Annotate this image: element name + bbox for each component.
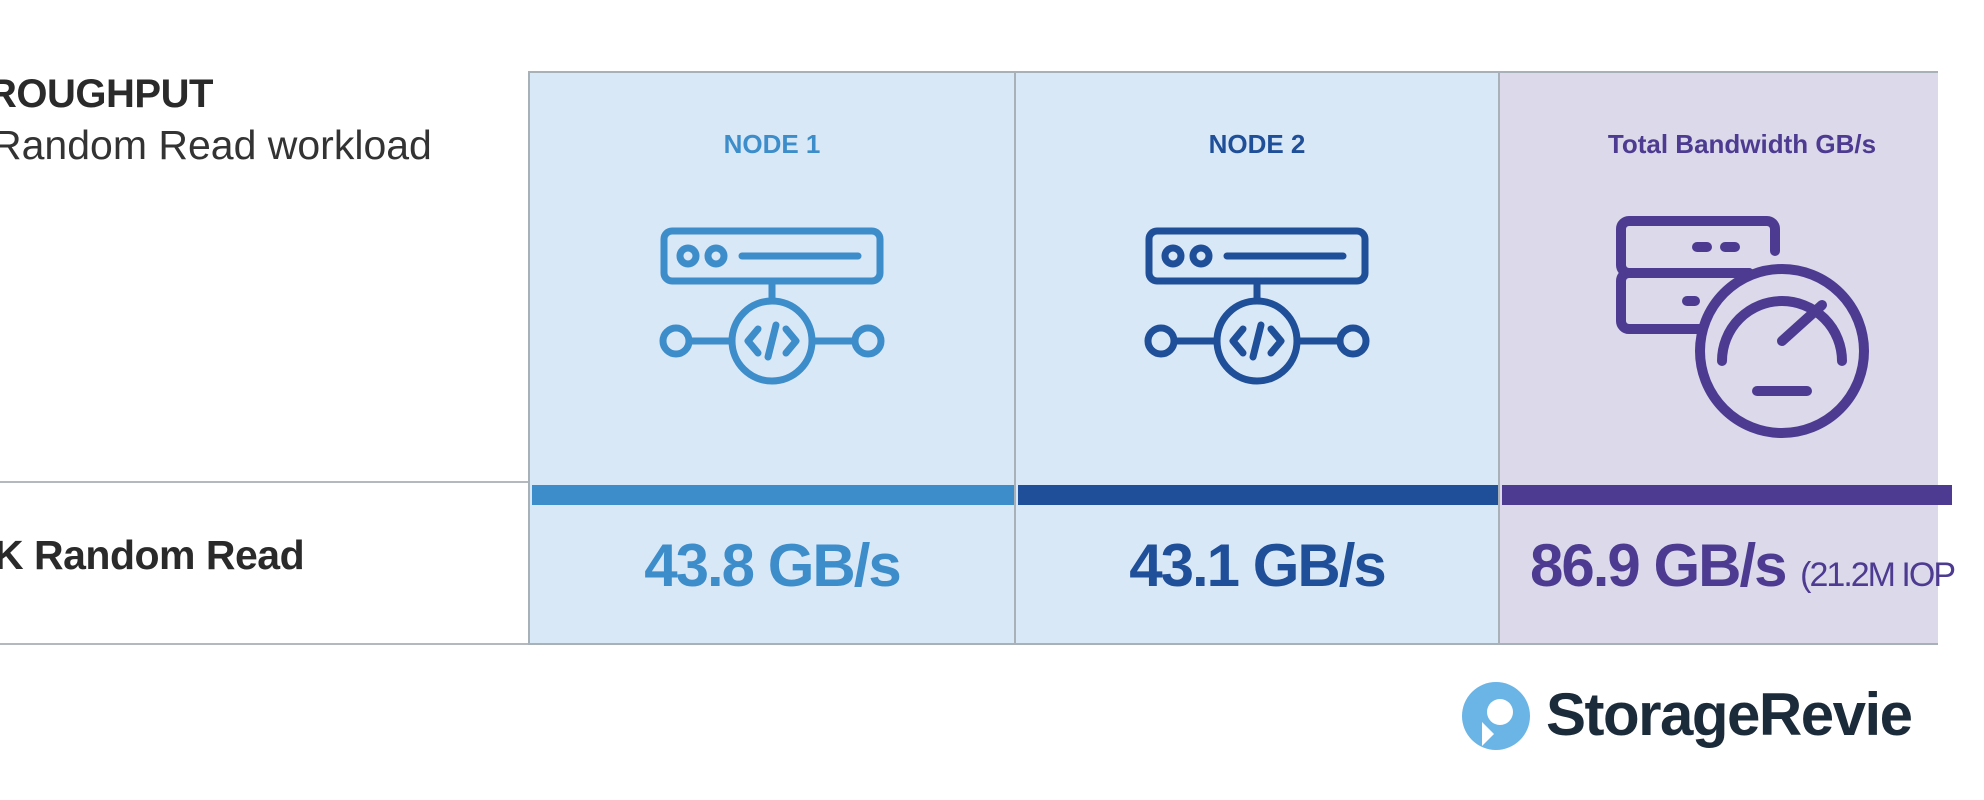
total-bandwidth-value: 86.9 GB/s (21.2M IOP <box>1530 531 1956 600</box>
node-1-column: NODE 1 <box>528 71 1016 645</box>
logo-text: StorageRevie <box>1546 681 1913 748</box>
header-divider <box>0 481 530 483</box>
node-2-color-bar <box>1018 485 1500 505</box>
total-bandwidth-header: Total Bandwidth GB/s <box>1607 129 1877 159</box>
section-subtitle: Random Read workload <box>0 122 432 168</box>
benchmark-table: ROUGHPUT Random Read workload K Random R… <box>0 71 1956 750</box>
total-iops-note: (21.2M IOP <box>1800 556 1956 594</box>
server-code-icon <box>530 213 1014 393</box>
section-title: ROUGHPUT <box>0 72 213 116</box>
storagereview-logo-icon <box>1462 682 1530 750</box>
total-bandwidth-color-bar <box>1502 485 1952 505</box>
node-2-value: 43.1 GB/s <box>1129 532 1387 599</box>
node-1-header: NODE 1 <box>723 129 821 159</box>
table-bottom-border <box>0 643 530 645</box>
node-1-color-bar <box>532 485 1014 505</box>
server-code-icon <box>1016 213 1498 393</box>
row-label: K Random Read <box>0 532 305 578</box>
node-2-header: NODE 2 <box>1208 129 1306 159</box>
node-2-column: NODE 2 <box>1014 71 1500 645</box>
node-1-value: 43.8 GB/s <box>644 532 902 599</box>
total-bandwidth-column: Total Bandwidth GB/s 86.9 GB/s (21.2M IO… <box>1498 71 1956 645</box>
server-speedometer-icon <box>1500 211 1984 451</box>
total-bandwidth-gbps: 86.9 GB/s <box>1530 532 1787 599</box>
